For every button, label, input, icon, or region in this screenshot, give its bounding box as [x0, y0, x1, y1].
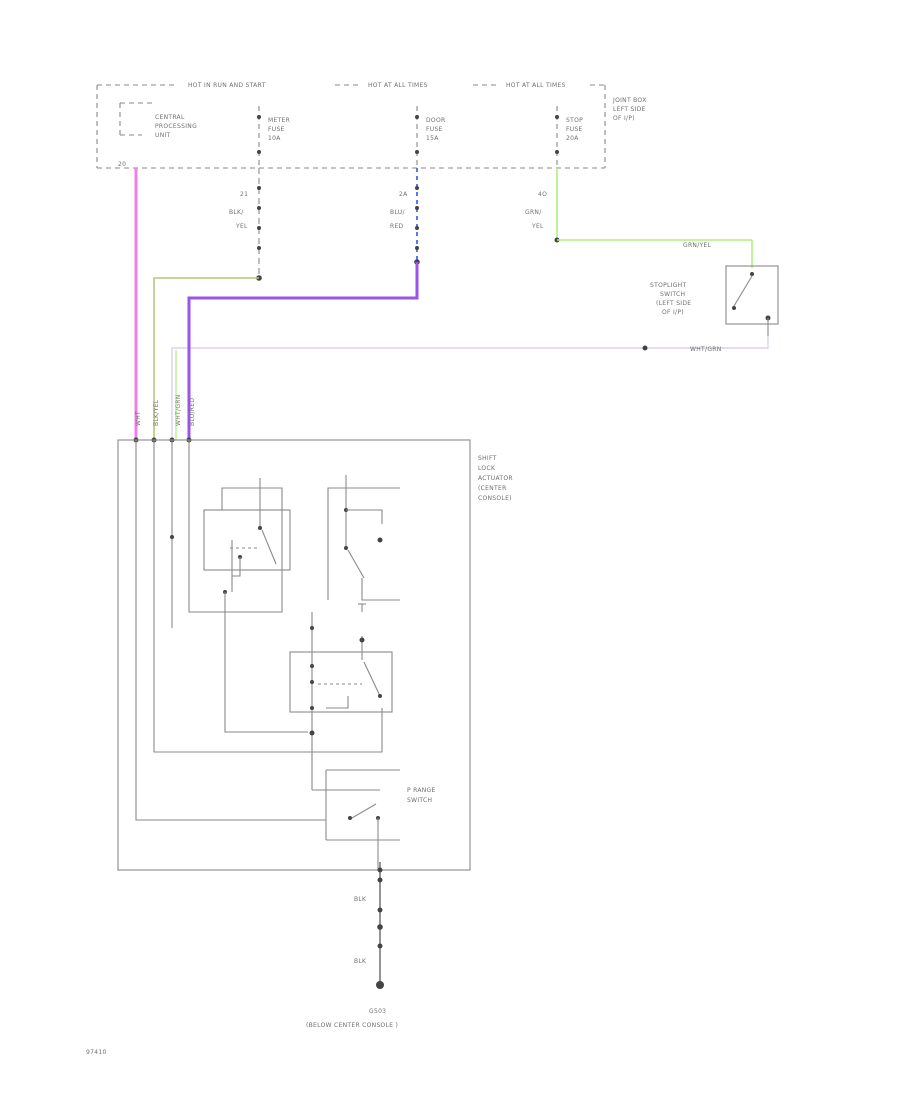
actuator-label-3: ACTUATOR: [478, 475, 513, 482]
cpu-label-3: UNIT: [155, 132, 171, 139]
cpu-box: [119, 102, 152, 136]
wht-grn-wire: [171, 336, 769, 440]
stoplight-label-2: SWITCH: [660, 291, 685, 298]
stop-wire-label-2: YEL: [531, 223, 544, 230]
ground-terminal: [376, 981, 384, 989]
blk-yel-wire: [153, 277, 259, 440]
hot-label-all-times-2: HOT AT ALL TIMES: [506, 82, 566, 89]
connector-label-blk-yel: BLK/YEL: [153, 399, 160, 426]
joint-box-label-3: OF I/P): [613, 115, 635, 122]
stoplight-switch-box: [725, 265, 779, 325]
actuator-internal-wiring: [135, 440, 400, 870]
hot-label-run-start: HOT IN RUN AND START: [188, 82, 266, 89]
connector-label-wht: WHT: [135, 411, 142, 426]
ground-label-1: G503: [369, 1008, 386, 1015]
blu-red-wire: [187, 262, 419, 440]
stop-wire-label-1: GRN/: [525, 209, 542, 216]
ground-label-2: (BELOW CENTER CONSOLE ): [306, 1022, 398, 1029]
shift-lock-actuator-box: [117, 439, 471, 871]
door-fuse-label-3: 15A: [426, 135, 439, 142]
meter-fuse-label-2: FUSE: [268, 126, 285, 133]
grn-yel-wire-label: GRN/YEL: [683, 242, 712, 249]
cpu-label-1: CENTRAL: [155, 114, 185, 121]
p-range-label-1: P RANGE: [407, 787, 436, 794]
meter-fuse-label-1: METER: [268, 117, 290, 124]
p-range-label-2: SWITCH: [407, 797, 432, 804]
ground-wire-label-2: BLK: [354, 958, 367, 965]
stoplight-label-4: OF I/P): [662, 309, 684, 316]
figure-id: 97410: [86, 1049, 107, 1056]
door-fuse-label-1: DOOR: [426, 117, 445, 124]
door-fuse-label-2: FUSE: [426, 126, 443, 133]
joint-box-label-1: JOINT BOX: [612, 97, 646, 104]
hot-label-all-times-1: HOT AT ALL TIMES: [368, 82, 428, 89]
meter-fuse-pin: 21: [240, 191, 248, 198]
cpu-pin: 20: [118, 161, 126, 168]
meter-wire-label-1: BLK/: [229, 209, 244, 216]
stop-fuse-label-1: STOP: [566, 117, 583, 124]
wht-grn-wire-label: WHT/GRN: [690, 346, 722, 353]
door-wire-label-2: RED: [390, 223, 404, 230]
actuator-label-5: CONSOLE): [478, 495, 512, 502]
cpu-label-2: PROCESSING: [155, 123, 197, 130]
stop-fuse-label-2: FUSE: [566, 126, 583, 133]
stop-fuse-pin: 4O: [538, 191, 547, 198]
actuator-label-2: LOCK: [478, 465, 496, 472]
stoplight-label-3: (LEFT SIDE: [656, 300, 691, 307]
stop-fuse-label-3: 20A: [566, 135, 579, 142]
ground-wire: [376, 862, 384, 989]
meter-fuse-label-3: 10A: [268, 135, 281, 142]
fuse-box: [96, 84, 606, 169]
meter-wire-label-2: YEL: [235, 223, 248, 230]
ground-wire-label-1: BLK: [354, 896, 367, 903]
actuator-label-4: (CENTER: [478, 485, 507, 492]
actuator-label-1: SHIFT: [478, 455, 497, 462]
door-wire-label-1: BLU/: [390, 209, 405, 216]
stoplight-label-1: STOPLIGHT: [650, 282, 686, 289]
connector-label-wht-grn: WHT/GRN: [175, 394, 182, 426]
joint-box-label-2: LEFT SIDE: [613, 106, 646, 113]
door-fuse-pin: 2A: [399, 191, 408, 198]
connector-label-blu-red: BLU/RED: [189, 398, 196, 426]
